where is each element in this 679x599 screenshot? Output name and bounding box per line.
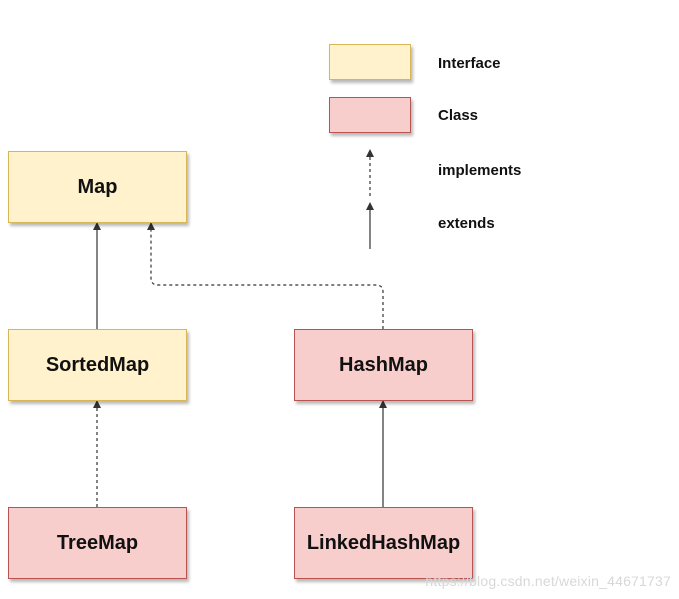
node-map: Map	[8, 151, 187, 223]
node-treemap: TreeMap	[8, 507, 187, 579]
legend-class-label: Class	[438, 107, 479, 124]
legend-interface-label: Interface	[438, 55, 501, 72]
edge-hashmap-implements-map	[147, 222, 384, 329]
legend-class-swatch	[329, 97, 411, 133]
node-hashmap: HashMap	[294, 329, 473, 401]
node-sortedmap: SortedMap	[8, 329, 187, 401]
legend-extends-label: extends	[438, 215, 495, 232]
watermark: https://blog.csdn.net/weixin_44671737	[425, 573, 671, 589]
legend-implements-label: implements	[438, 162, 522, 179]
node-linkedhashmap: LinkedHashMap	[294, 507, 473, 579]
legend-interface-swatch	[329, 44, 411, 80]
